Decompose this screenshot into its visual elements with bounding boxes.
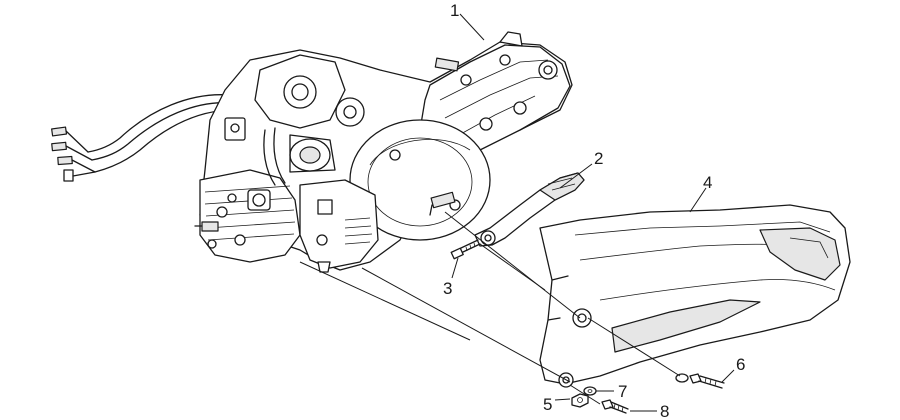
washer-part-7[interactable]	[583, 386, 597, 396]
callout-4: 4	[703, 173, 712, 192]
callout-leaders	[451, 13, 735, 412]
nut-part-5[interactable]	[571, 393, 589, 408]
callout-2: 2	[594, 149, 603, 168]
wiring-harness	[51, 86, 266, 182]
callout-8: 8	[660, 402, 669, 420]
callout-5: 5	[543, 395, 552, 414]
bolt-part-6[interactable]	[675, 373, 725, 389]
assembly-lines	[299, 211, 681, 405]
callout-labels: 1 2 3 4 5 6 7 8	[443, 1, 745, 420]
bolt-part-3[interactable]	[450, 239, 481, 260]
engine-assembly[interactable]	[51, 31, 573, 273]
fan-shroud	[299, 179, 379, 273]
swing-arm-casing[interactable]	[539, 204, 851, 388]
callout-7: 7	[618, 382, 627, 401]
callout-3: 3	[443, 279, 452, 298]
intake-assembly	[224, 54, 365, 186]
callout-6: 6	[736, 355, 745, 374]
cylinder-head	[194, 169, 301, 263]
bolt-part-8[interactable]	[601, 399, 629, 414]
callout-1: 1	[450, 1, 459, 20]
